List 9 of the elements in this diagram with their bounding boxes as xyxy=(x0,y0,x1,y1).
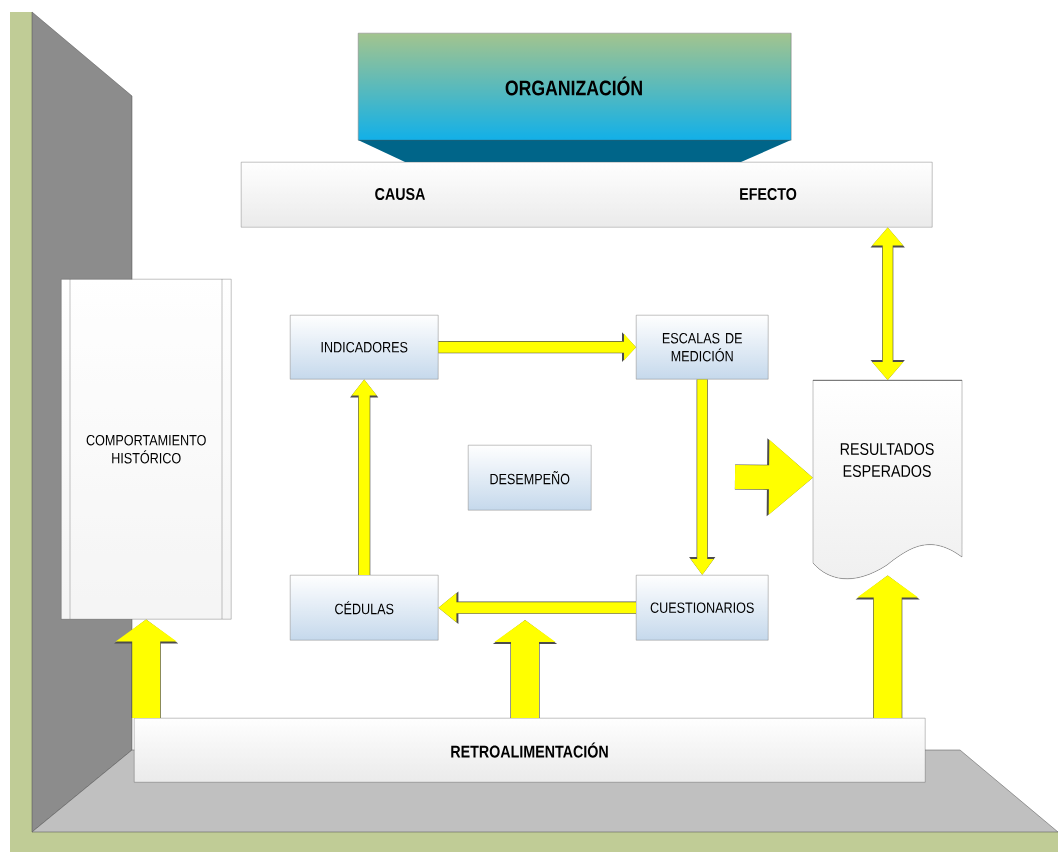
process-box: INDICADORES xyxy=(290,315,439,380)
process-box: CÉDULAS xyxy=(290,575,439,641)
feedback-band: RETROALIMENTACIÓN xyxy=(134,718,926,783)
organization-box: ORGANIZACIÓN xyxy=(358,33,792,162)
process-box: CUESTIONARIOS xyxy=(636,575,769,641)
process-box: COMPORTAMIENTO HISTÓRICO xyxy=(61,278,232,620)
process-box: DESEMPEÑO xyxy=(468,445,592,511)
cause-effect-band: CAUSA EFECTO xyxy=(241,162,933,228)
process-box: ESCALAS DE MEDICIÓN xyxy=(636,315,769,380)
